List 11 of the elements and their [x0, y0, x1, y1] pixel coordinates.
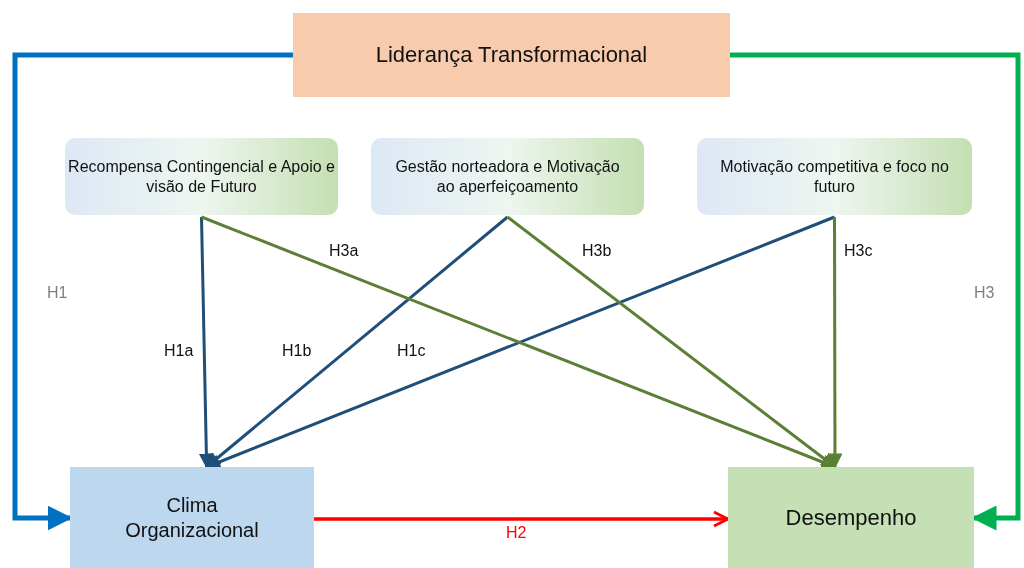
arrow	[730, 52, 1021, 531]
arrow	[827, 217, 843, 469]
arrow	[314, 510, 730, 528]
dimension-box: Gestão norteadora e Motivação ao aperfeiçoamento	[371, 138, 644, 215]
title-box: Liderança Transformacional	[293, 13, 730, 97]
construct-box: Clima Organizacional	[70, 467, 314, 568]
arrow	[198, 216, 214, 469]
arrow	[12, 52, 293, 531]
dimension-box: Recompensa Contingencial e Apoio e visão de Futuro	[65, 138, 338, 215]
dimension-box: Motivação competitiva e foco no futuro	[697, 138, 972, 215]
construct-box: Desempenho	[728, 467, 974, 568]
